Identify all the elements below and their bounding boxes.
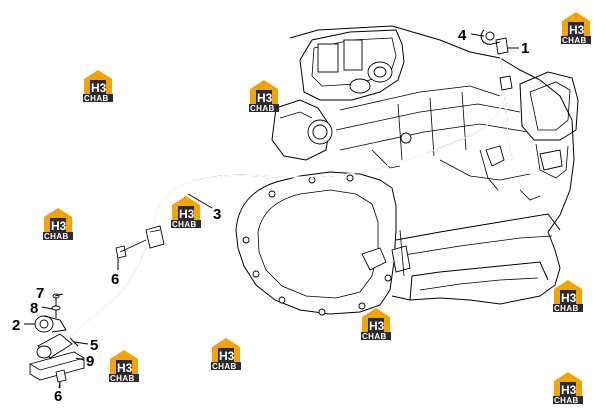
callout-8: 8 bbox=[30, 300, 38, 317]
svg-text:CHAB: CHAB bbox=[362, 332, 387, 341]
watermark-logo: H3 CHAB bbox=[43, 208, 73, 241]
watermark-logo: H3 CHAB bbox=[553, 280, 583, 313]
watermark-logo: H3 CHAB bbox=[249, 80, 279, 113]
sensor-bracket-group bbox=[29, 293, 85, 388]
dipstick-tube bbox=[495, 37, 513, 161]
svg-text:CHAB: CHAB bbox=[554, 396, 579, 405]
cable-assembly bbox=[69, 99, 505, 339]
callout-7: 7 bbox=[36, 285, 44, 302]
svg-text:CHAB: CHAB bbox=[562, 36, 587, 45]
dipstick-handle bbox=[480, 29, 501, 45]
watermark-logo: H3 CHAB bbox=[83, 70, 113, 103]
watermark-logo: H3 CHAB bbox=[561, 12, 591, 45]
svg-text:H3: H3 bbox=[369, 319, 385, 333]
watermark-logo: H3 CHAB bbox=[109, 350, 139, 383]
svg-text:CHAB: CHAB bbox=[84, 94, 109, 103]
watermark-logo: H3 CHAB bbox=[361, 308, 391, 341]
bolt-upper bbox=[115, 239, 147, 259]
svg-text:CHAB: CHAB bbox=[44, 232, 69, 241]
callout-6-upper: 6 bbox=[111, 271, 119, 288]
callout-4: 4 bbox=[458, 27, 467, 44]
callout-6-lower: 6 bbox=[54, 388, 62, 405]
callout-labels: 1 4 3 6 7 8 2 5 9 6 bbox=[12, 27, 529, 405]
watermark-logo: H3 CHAB bbox=[211, 338, 241, 371]
svg-text:H3: H3 bbox=[179, 207, 195, 221]
svg-text:H3: H3 bbox=[561, 383, 577, 397]
svg-text:H3: H3 bbox=[51, 219, 67, 233]
leader-lines bbox=[24, 33, 519, 389]
svg-text:CHAB: CHAB bbox=[212, 362, 237, 371]
watermark-logo: H3 CHAB bbox=[553, 372, 583, 405]
svg-text:CHAB: CHAB bbox=[250, 104, 275, 113]
svg-text:CHAB: CHAB bbox=[554, 304, 579, 313]
engine-illustration bbox=[235, 25, 579, 316]
svg-text:H3: H3 bbox=[219, 349, 235, 363]
svg-text:H3: H3 bbox=[569, 23, 585, 37]
callout-9: 9 bbox=[86, 353, 94, 370]
callout-1: 1 bbox=[521, 40, 529, 57]
callout-5: 5 bbox=[90, 337, 98, 354]
callout-3: 3 bbox=[213, 206, 221, 223]
svg-text:H3: H3 bbox=[561, 291, 577, 305]
svg-text:H3: H3 bbox=[91, 81, 107, 95]
svg-text:CHAB: CHAB bbox=[110, 374, 135, 383]
svg-text:H3: H3 bbox=[117, 361, 133, 375]
watermark-logo: H3 CHAB bbox=[171, 196, 201, 229]
callout-2: 2 bbox=[12, 317, 20, 334]
svg-text:CHAB: CHAB bbox=[172, 220, 197, 229]
svg-text:H3: H3 bbox=[257, 91, 273, 105]
